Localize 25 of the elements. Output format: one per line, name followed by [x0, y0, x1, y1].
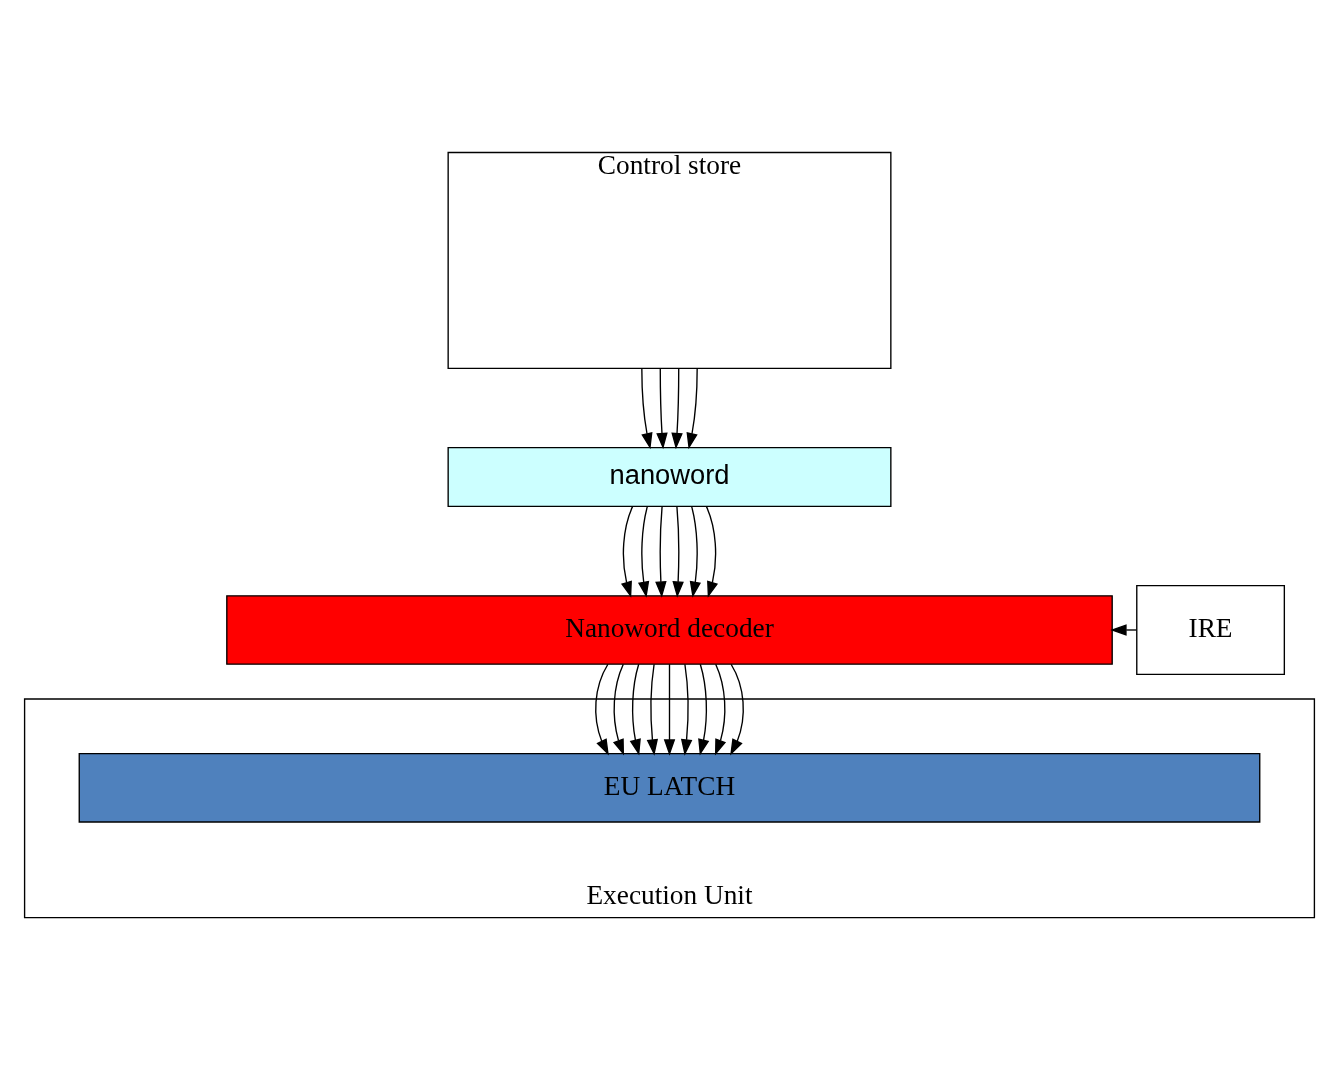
arrow: [612, 663, 625, 756]
arrow: [655, 505, 667, 598]
arrow: [656, 367, 668, 449]
arrow: [698, 663, 710, 756]
arrow: [730, 663, 744, 755]
arrow: [629, 663, 641, 756]
arrow: [646, 663, 659, 756]
node-box: IRE: [1136, 584, 1286, 675]
arrow: [705, 505, 719, 598]
arrow: [689, 505, 702, 598]
arrow: [620, 505, 634, 598]
node-box: EU LATCH: [78, 752, 1261, 823]
arrow: [686, 367, 698, 449]
arrow: [595, 663, 609, 755]
arrow: [714, 663, 727, 756]
arrow: [637, 505, 650, 598]
arrow: [663, 663, 676, 756]
arrow: [1110, 623, 1138, 636]
arrow: [672, 505, 684, 598]
node-box: Nanoword decoder: [226, 594, 1113, 665]
arrow: [680, 663, 693, 756]
arrow: [671, 367, 683, 449]
node-box: Control store: [447, 151, 892, 369]
node-box: nanoword: [447, 446, 892, 507]
arrow: [641, 367, 653, 449]
